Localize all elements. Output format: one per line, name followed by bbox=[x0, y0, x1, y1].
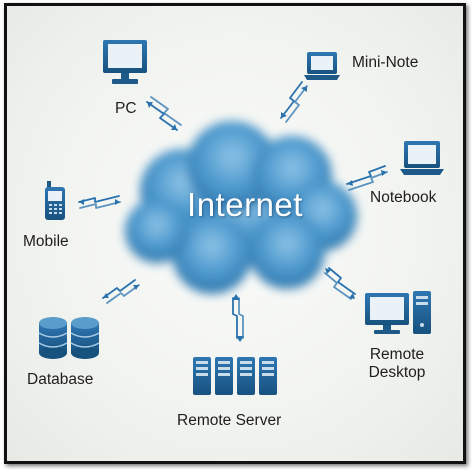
database-icon bbox=[38, 317, 100, 359]
arrow-notebook bbox=[346, 165, 388, 191]
arrow-head bbox=[347, 180, 353, 186]
arrow-head bbox=[133, 285, 139, 290]
arrow-head bbox=[281, 112, 287, 118]
arrow-head bbox=[301, 86, 307, 92]
mobile-phone-icon bbox=[45, 181, 65, 220]
internet-label: Internet bbox=[187, 186, 303, 223]
node-label-mini-note: Mini-Note bbox=[352, 54, 419, 71]
node-label-notebook: Notebook bbox=[370, 189, 437, 206]
arrow-head bbox=[115, 199, 120, 205]
node-label-database: Database bbox=[27, 371, 94, 388]
node-label-remote-server: Remote Server bbox=[177, 412, 282, 429]
arrow-pc bbox=[146, 96, 182, 131]
arrow-head bbox=[381, 170, 387, 176]
internet-cloud bbox=[125, 121, 357, 294]
arrow-mini-note bbox=[280, 81, 308, 123]
arrow-head bbox=[171, 124, 177, 130]
arrow-database bbox=[102, 279, 140, 304]
node-label-remote-desktop-line2: Desktop bbox=[368, 364, 426, 381]
diagram-frame: Internet PC Mini-Note Notebook Mobile Da… bbox=[4, 3, 466, 464]
node-label-remote-desktop-line1: Remote bbox=[369, 346, 425, 363]
laptop-icon bbox=[400, 141, 444, 175]
arrow-head bbox=[103, 293, 109, 298]
node-label-mobile: Mobile bbox=[23, 233, 69, 250]
arrow-head bbox=[147, 102, 153, 108]
arrow-head bbox=[236, 336, 244, 342]
arrow-remote-server bbox=[232, 297, 244, 339]
mini-laptop-icon bbox=[304, 52, 340, 80]
arrow-head bbox=[232, 294, 240, 300]
diagram-canvas bbox=[38, 40, 444, 395]
arrow-head bbox=[325, 268, 331, 274]
arrow-remote-desktop bbox=[324, 267, 356, 300]
arrow-mobile bbox=[78, 195, 121, 209]
node-label-pc: PC bbox=[115, 100, 137, 117]
arrow-head bbox=[349, 293, 355, 299]
desktop-tower-icon bbox=[365, 291, 431, 334]
desktop-monitor-icon bbox=[103, 40, 147, 84]
arrow-head bbox=[79, 199, 84, 205]
node-label-remote-desktop: Remote Desktop bbox=[359, 346, 435, 382]
server-rack-icon bbox=[193, 357, 277, 395]
